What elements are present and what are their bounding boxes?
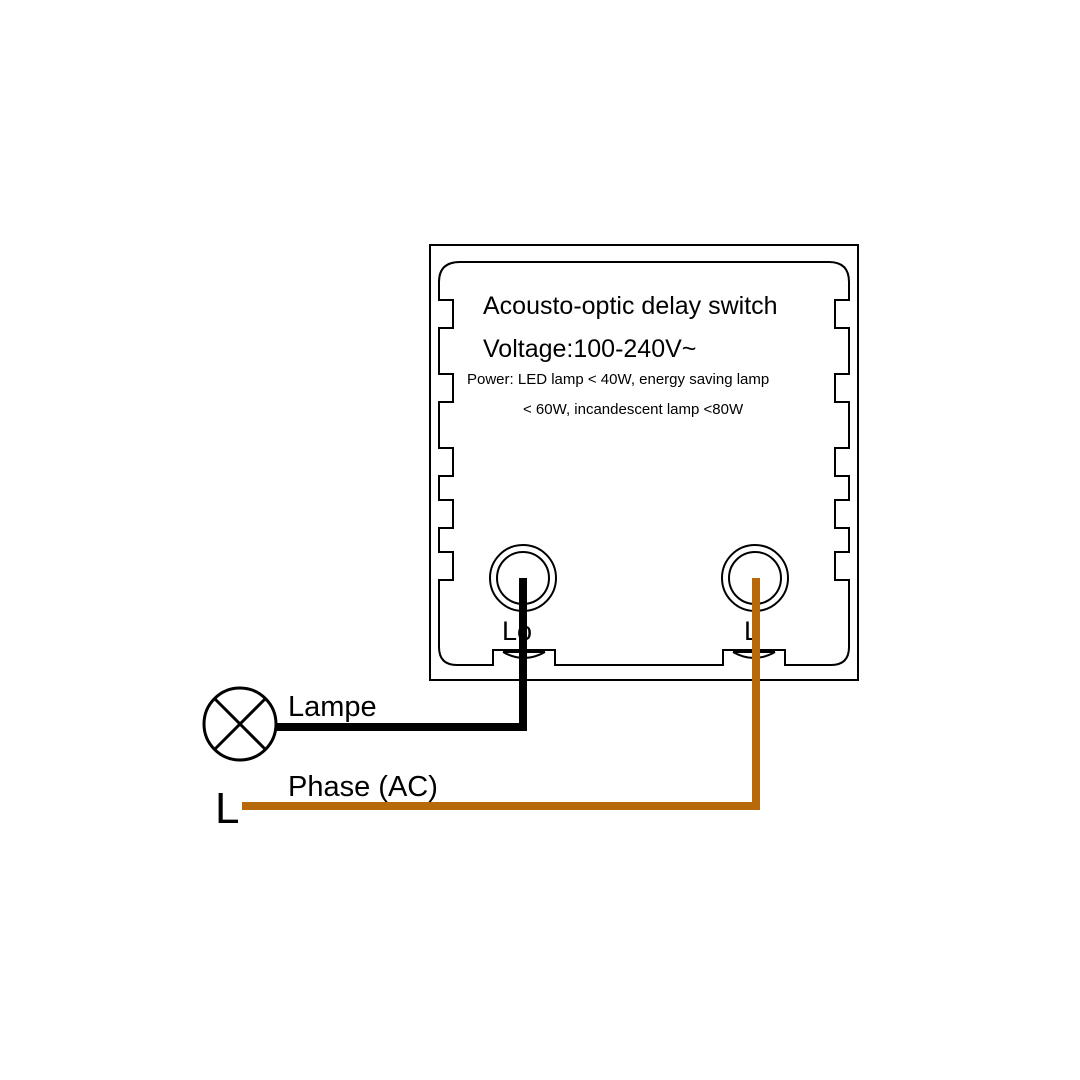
device-power-line-1: Power: LED lamp < 40W, energy saving lam…	[467, 371, 769, 388]
switch-housing-inner	[438, 261, 850, 666]
device-title: Acousto-optic delay switch	[483, 292, 778, 320]
switch-housing-outer	[429, 244, 859, 681]
lamp-cross-circle-icon	[202, 686, 278, 762]
terminal-lo-label: Lo	[502, 616, 532, 646]
lamp-wire	[276, 578, 527, 731]
lamp-wire-label: Lampe	[288, 691, 377, 723]
device-power-line-2: < 60W, incandescent lamp <80W	[523, 401, 744, 418]
device-voltage: Voltage:100-240V~	[483, 335, 696, 363]
supply-label: L	[215, 784, 239, 833]
lamp-cross-b	[213, 697, 267, 751]
phase-wire-label: Phase (AC)	[288, 771, 438, 803]
phase-wire	[242, 578, 760, 810]
